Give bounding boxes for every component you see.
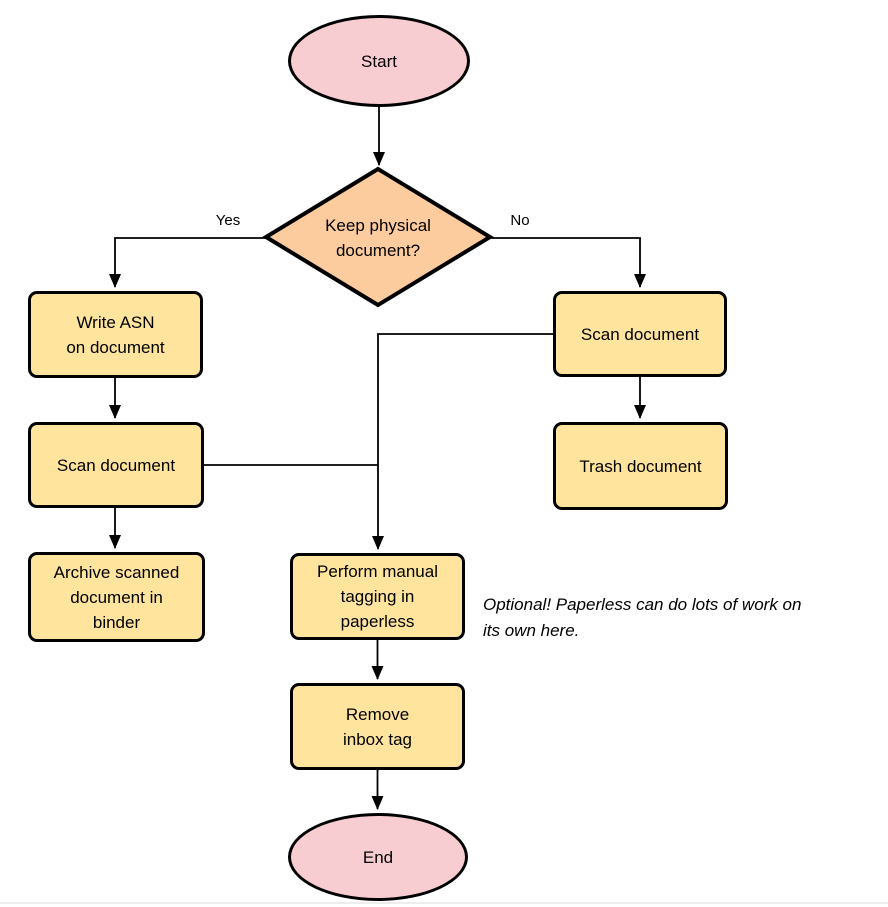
node-end-label: End <box>362 847 394 867</box>
edge-decision-yes-to-write-asn <box>109 237 266 288</box>
node-tagging: Perform manual tagging in paperless <box>290 553 465 640</box>
edge-scan-right-to-tagging <box>372 333 553 550</box>
node-scan-right: Scan document <box>553 291 727 377</box>
edge-label-no: No <box>510 212 530 229</box>
node-archive-label: Archive scanned document in binder <box>53 562 180 632</box>
node-end: End <box>288 813 468 901</box>
node-remove-inbox-label: Remove inbox tag <box>343 704 412 749</box>
node-scan-left-label: Scan document <box>56 455 176 475</box>
edge-decision-no-to-scan-right <box>490 237 646 288</box>
node-write-asn-label: Write ASN on document <box>66 312 165 357</box>
node-trash-label: Trash document <box>579 456 702 476</box>
node-decision-label: Keep physical document? <box>325 216 431 260</box>
node-scan-left: Scan document <box>28 422 204 508</box>
node-scan-right-label: Scan document <box>580 324 700 344</box>
annotation-optional-note: Optional! Paperless can do lots of work … <box>483 595 802 640</box>
node-decision: Keep physical document? <box>278 198 478 278</box>
edge-label-yes: Yes <box>215 212 241 229</box>
node-remove-inbox: Remove inbox tag <box>290 683 465 770</box>
node-trash: Trash document <box>553 422 728 510</box>
decision-diamond-shape <box>262 166 494 308</box>
node-write-asn: Write ASN on document <box>28 291 203 378</box>
node-tagging-label: Perform manual tagging in paperless <box>317 562 438 631</box>
node-start: Start <box>288 15 470 107</box>
node-archive: Archive scanned document in binder <box>28 552 205 642</box>
node-start-label: Start <box>361 51 397 71</box>
bottom-divider <box>0 902 888 904</box>
